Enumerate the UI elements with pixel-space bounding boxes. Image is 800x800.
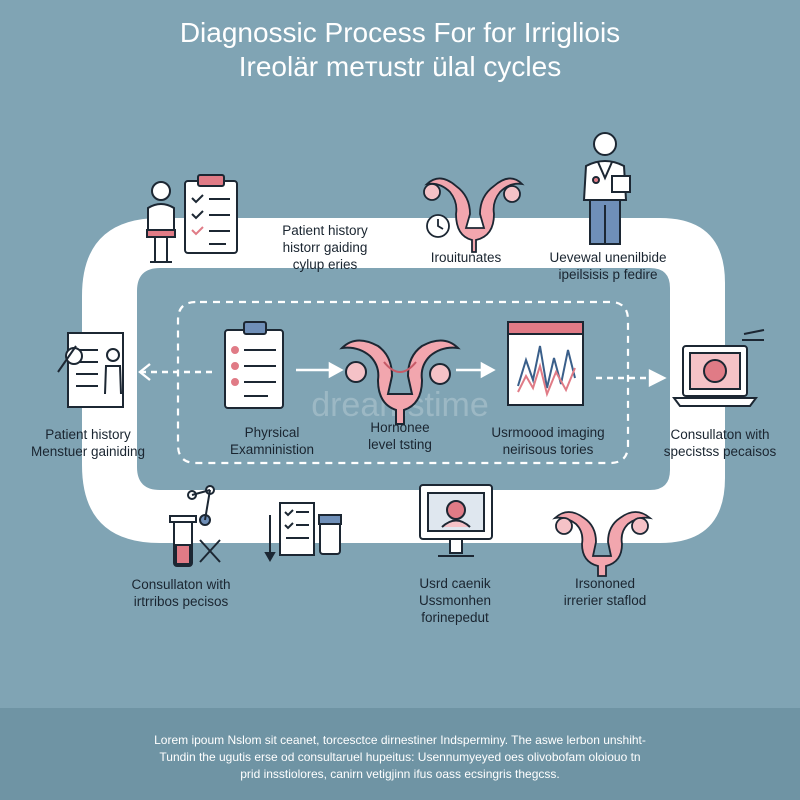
uterus-bottom-icon bbox=[552, 511, 654, 577]
footer-band: Lorem ipoum Nslom sit ceanet, torcesctce… bbox=[0, 708, 800, 800]
step-label-line: Patient history bbox=[45, 427, 131, 442]
consultation-laptop-icon bbox=[672, 329, 765, 407]
step-label-line: Usrmoood imaging bbox=[491, 425, 605, 440]
inner-dashed-loop bbox=[176, 300, 630, 465]
step-label-line: Irsononed bbox=[574, 576, 636, 591]
imaging-monitor-icon bbox=[507, 321, 584, 406]
step-label-line: Menstuer gainiding bbox=[30, 444, 146, 459]
footer-line: Lorem ipoum Nslom sit ceanet, torcesctce… bbox=[154, 733, 646, 747]
process-diagram: dreamstime bbox=[57, 132, 765, 577]
ultrasound-monitor-icon bbox=[419, 484, 493, 557]
step-label-line: Ussmonhen bbox=[418, 593, 492, 608]
arrow-exam-to-hormone bbox=[296, 361, 344, 379]
step-label-line: ipeilsisis p fedire bbox=[558, 267, 658, 282]
step-label-line: level tsting bbox=[368, 437, 432, 452]
step-label-line: Uevewal unenilbide bbox=[549, 250, 667, 265]
step-label-line: neirisous tories bbox=[502, 442, 594, 457]
step-label-evaluation-top: Uevewal unenilbide ipeilsisis p fedire bbox=[530, 249, 686, 283]
step-label-imaging: Usrmoood imaging neirisous tories bbox=[478, 424, 618, 458]
step-label-line: Hornonee bbox=[370, 420, 430, 435]
physical-exam-clipboard-icon bbox=[224, 321, 284, 409]
step-label-line: Patient history bbox=[282, 223, 368, 238]
footer-line: Tundin the ugutis erse od consultaruel h… bbox=[159, 750, 641, 764]
step-label-line: irrerier staflod bbox=[563, 593, 647, 608]
lab-test-tube-icon bbox=[169, 485, 221, 567]
step-label-hormone-bottom: Irsononed irrerier staflod bbox=[540, 575, 670, 609]
footer-line: prid insstiolores, canirn vetigjinn ifus… bbox=[240, 767, 560, 781]
left-double-arrow bbox=[138, 363, 215, 381]
step-label-patient-history-left: Patient history Menstuer gainiding bbox=[20, 426, 156, 460]
uterus-clock-icon bbox=[423, 177, 525, 253]
step-label-line: Irouitunates bbox=[430, 250, 502, 265]
page-subtitle: Ireolär meтustr ülal cycles bbox=[238, 51, 562, 82]
step-label-hormone-top: Irouitunates bbox=[400, 249, 532, 266]
step-label-line: Phyrsical bbox=[244, 425, 300, 440]
step-label-physical-exam: Phyrsical Examninistion bbox=[222, 424, 322, 458]
step-label-consultation-right: Consullaton with specistss pecaisos bbox=[650, 426, 790, 460]
step-label-line: Examninistion bbox=[229, 442, 315, 457]
step-label-line: irtrribos pecisos bbox=[133, 594, 229, 609]
step-label-ultrasound-bottom: Usrd caenik Ussmonhen forinepedut bbox=[390, 575, 520, 626]
footer-text: Lorem ipoum Nslom sit ceanet, torcesctce… bbox=[20, 732, 780, 783]
arrow-hormone-to-imaging bbox=[456, 361, 496, 379]
step-label-line: historr gaiding bbox=[282, 240, 368, 255]
measurement-chart-icon bbox=[57, 332, 124, 408]
step-label-line: Consullaton with bbox=[670, 427, 770, 442]
page-title: Diagnossic Process For for Irrigliois bbox=[179, 17, 621, 48]
prescription-form-icon bbox=[264, 502, 342, 563]
step-label-hormone-testing: Hornonee level tsting bbox=[350, 419, 450, 453]
step-label-consultation-bottom: Consullaton with irtrribos pecisos bbox=[114, 576, 248, 610]
uterus-icon bbox=[339, 339, 461, 425]
patient-figure-icon bbox=[146, 181, 176, 263]
step-label-patient-history-top: Patient history historr gaiding cylup er… bbox=[250, 222, 400, 273]
checklist-clipboard-icon bbox=[184, 174, 238, 254]
step-label-line: forinepedut bbox=[421, 610, 489, 625]
outer-process-loop bbox=[82, 218, 725, 543]
step-label-line: Consullaton with bbox=[131, 577, 231, 592]
step-label-line: Usrd caenik bbox=[419, 576, 491, 591]
doctor-icon bbox=[582, 132, 631, 245]
step-label-line: specistss pecaisos bbox=[663, 444, 777, 459]
arrow-to-consultation bbox=[596, 369, 667, 387]
step-label-line: cylup eries bbox=[292, 257, 358, 272]
